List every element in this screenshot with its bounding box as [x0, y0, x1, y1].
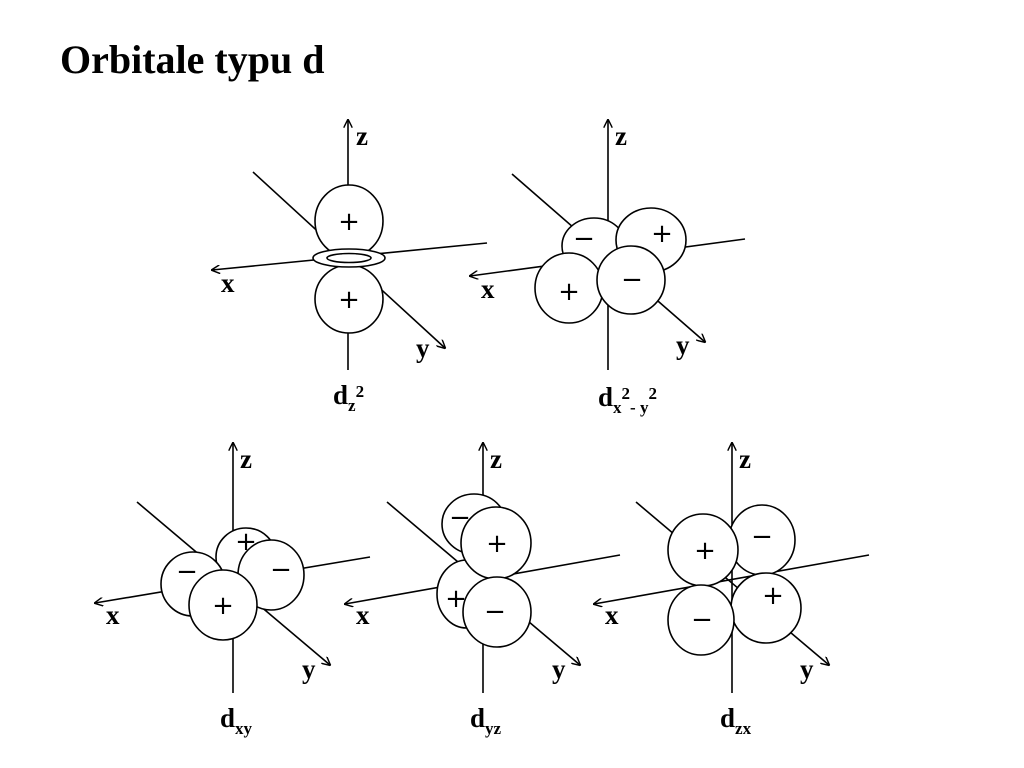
sign-front-upper: +: [486, 529, 508, 559]
y-axis-label: y: [416, 333, 430, 363]
lobe-front: [188, 569, 258, 641]
x-axis-label: x: [356, 600, 370, 630]
lobe-front-lower: [462, 576, 532, 648]
sign-back: +: [235, 527, 257, 557]
orbital-dyz: − + + − z x y dyz: [345, 443, 621, 738]
sign-front: +: [212, 591, 234, 621]
orbital-label-dzx: dzx: [720, 703, 752, 738]
y-axis-label: y: [800, 654, 814, 684]
sign-front-right: −: [621, 265, 643, 295]
orbital-dz2: + + z x y dz2: [212, 120, 488, 415]
sign-back-lower: +: [445, 584, 467, 614]
x-axis: [594, 554, 870, 604]
y-axis-label: y: [676, 330, 690, 360]
lobe-lower-left: [667, 584, 735, 656]
sign-lower-right: +: [762, 581, 784, 611]
y-axis-label: y: [552, 654, 566, 684]
page-title: Orbitale typu d: [60, 37, 325, 82]
z-axis-label: z: [240, 444, 252, 474]
orbital-dxy: + − − + z x y dxy: [95, 443, 371, 738]
sign-lower-left: −: [691, 605, 713, 635]
y-axis: [635, 501, 829, 665]
y-axis-label: y: [302, 654, 316, 684]
sign-lower: +: [338, 285, 360, 315]
x-axis-label: x: [221, 268, 235, 298]
z-axis-label: z: [739, 444, 751, 474]
sign-upper: +: [338, 207, 360, 237]
z-axis-label: z: [615, 121, 627, 151]
torus-ring-inner: [326, 252, 372, 264]
orbital-label-dxy: dxy: [220, 703, 253, 738]
z-axis-label: z: [490, 444, 502, 474]
orbital-dx2-y2: − + + − z x y dx2- y2: [470, 120, 746, 417]
orbital-label-dx2-y2: dx2- y2: [598, 382, 657, 417]
sign-left: −: [176, 557, 198, 587]
sign-upper-right: −: [751, 522, 773, 552]
x-axis-label: x: [481, 274, 495, 304]
sign-front-lower: −: [484, 597, 506, 627]
sign-front-left: +: [558, 277, 580, 307]
sign-back-upper: −: [449, 503, 471, 533]
z-axis-label: z: [356, 121, 368, 151]
orbital-dzx: − + + − z x y dzx: [594, 443, 870, 738]
orbital-label-dz2: dz2: [333, 380, 364, 415]
lobe-front-right: [596, 245, 666, 315]
sign-back-left: −: [573, 224, 595, 254]
orbital-label-dyz: dyz: [470, 703, 502, 738]
x-axis-label: x: [106, 600, 120, 630]
sign-right: −: [270, 555, 292, 585]
x-axis-label: x: [605, 600, 619, 630]
sign-back-right: +: [651, 219, 673, 249]
sign-upper-left: +: [694, 536, 716, 566]
